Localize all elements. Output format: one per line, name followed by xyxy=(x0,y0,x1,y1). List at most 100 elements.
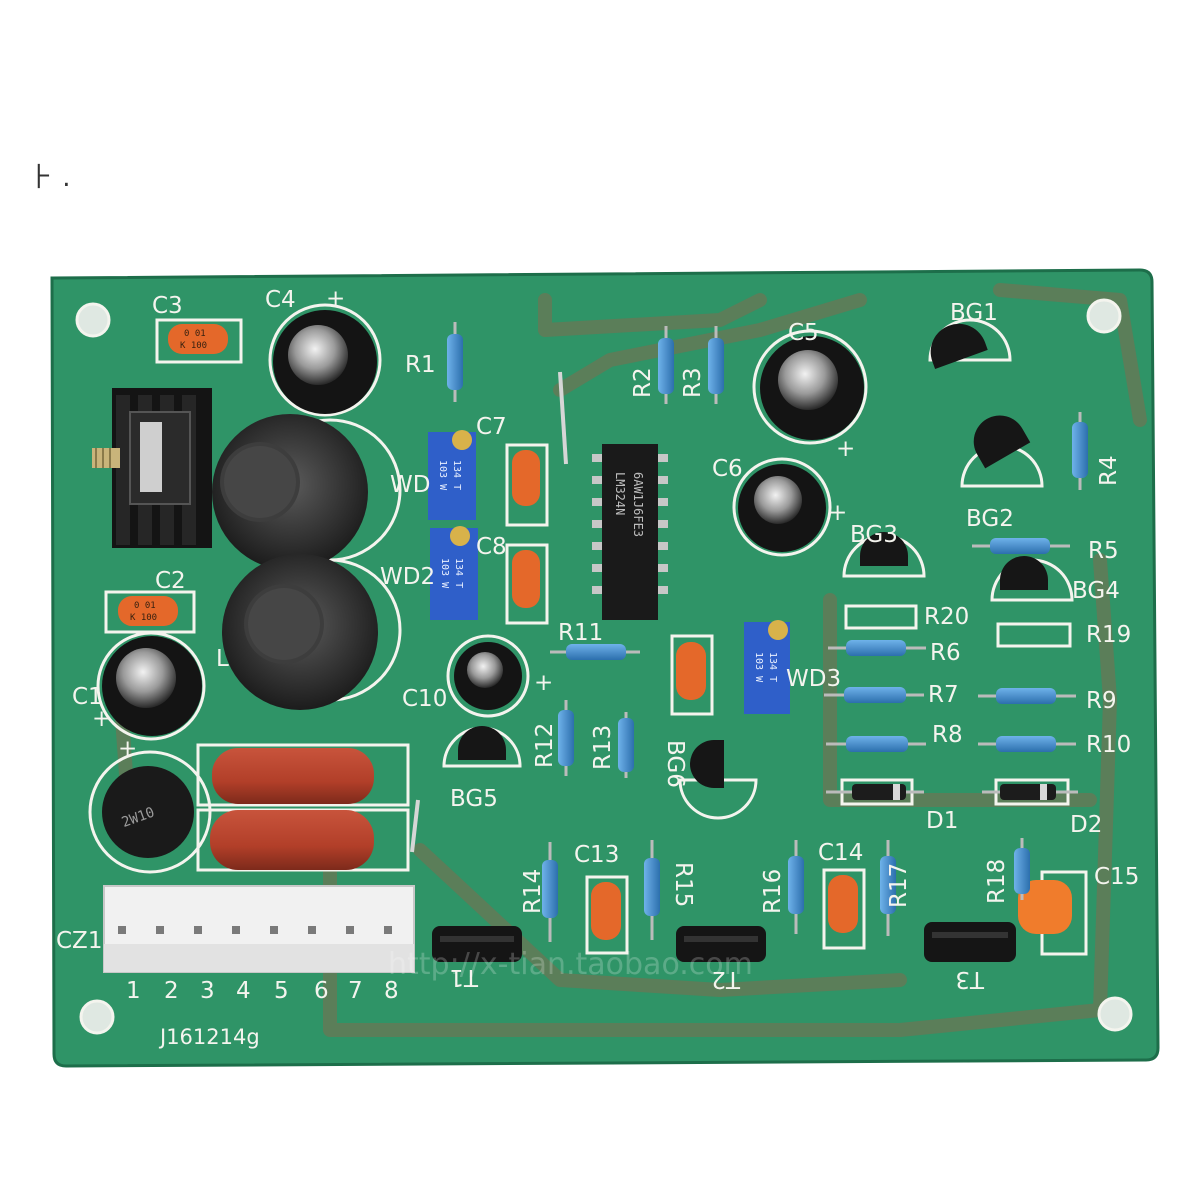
capacitor-c3: 0 01 K 100 xyxy=(168,324,228,354)
label-bg6: BG6 xyxy=(662,740,688,788)
svg-text:+: + xyxy=(836,436,855,462)
capacitor-c7 xyxy=(512,450,540,506)
label-c13: C13 xyxy=(574,842,619,868)
svg-text:134 T: 134 T xyxy=(451,460,462,490)
ic-lm324: 6AW1J6FE3 LM324N xyxy=(592,444,668,620)
pin-2: 2 xyxy=(164,978,179,1004)
diodes xyxy=(826,784,1078,800)
capacitor-c10 xyxy=(454,642,522,710)
resistor-r8 xyxy=(826,736,926,752)
pin-5: 5 xyxy=(274,978,289,1004)
board-code: J161214g xyxy=(158,1025,260,1049)
label-bg5: BG5 xyxy=(450,786,498,812)
capacitor-c13 xyxy=(591,882,621,940)
resistor-r4 xyxy=(1072,412,1088,490)
label-wd1: WD xyxy=(390,472,430,498)
resistor-r10 xyxy=(978,736,1076,752)
resistor-r2 xyxy=(658,326,674,404)
pin-4: 4 xyxy=(236,978,251,1004)
label-r5: R5 xyxy=(1088,538,1119,564)
svg-text:0 01: 0 01 xyxy=(134,601,156,611)
resistor-r11 xyxy=(550,644,640,660)
label-bg1: BG1 xyxy=(950,300,998,326)
label-r20: R20 xyxy=(924,604,969,630)
watermark: http://x-tian.taobao.com xyxy=(388,947,753,982)
capacitor-c5 xyxy=(760,336,864,440)
svg-text:134 T: 134 T xyxy=(453,558,464,588)
label-c14: C14 xyxy=(818,840,863,866)
electrolytic-capacitors xyxy=(102,310,864,736)
polarity-marks: + + + + + + xyxy=(92,286,855,762)
label-t2: T2 xyxy=(711,966,741,992)
label-r7: R7 xyxy=(928,682,959,708)
label-r18: R18 xyxy=(984,859,1010,904)
capacitor-c1 xyxy=(102,636,202,736)
resistor-r9 xyxy=(978,688,1076,704)
svg-text:+: + xyxy=(534,670,553,696)
label-r1: R1 xyxy=(405,352,436,378)
label-t1: T1 xyxy=(449,964,479,990)
power-thyristors xyxy=(432,922,1016,962)
ceramic-capacitors: 0 01 K 100 0 01 K 100 xyxy=(118,324,1072,940)
label-cz1: CZ1 xyxy=(56,928,102,954)
label-r16: R16 xyxy=(760,869,786,914)
svg-text:103 W: 103 W xyxy=(437,460,448,491)
label-t3: T3 xyxy=(955,966,985,992)
svg-text:103 W: 103 W xyxy=(753,652,764,683)
svg-text:K 100: K 100 xyxy=(180,341,207,351)
label-c2: C2 xyxy=(155,568,186,594)
label-c3: C3 xyxy=(152,293,183,319)
svg-text:+: + xyxy=(326,286,345,312)
bridge-rectifier: 2W10 xyxy=(102,766,194,858)
label-l: L xyxy=(216,646,229,672)
resistor-r17 xyxy=(880,840,896,936)
label-r9: R9 xyxy=(1086,688,1117,714)
label-wd2: WD2 xyxy=(380,564,435,590)
transistor-bg6 xyxy=(690,740,724,788)
connector-cz1 xyxy=(103,885,415,973)
label-r13: R13 xyxy=(590,725,616,770)
voltage-regulator-heatsink xyxy=(92,388,212,548)
inductor-top xyxy=(212,414,368,570)
label-r2: R2 xyxy=(630,367,656,398)
label-wd3: WD3 xyxy=(786,666,841,692)
svg-text:+: + xyxy=(828,500,847,526)
capacitor-c14 xyxy=(828,875,858,933)
svg-text:+: + xyxy=(118,736,137,762)
mounting-screw xyxy=(92,448,120,468)
pin-3: 3 xyxy=(200,978,215,1004)
ic-marking-line1: 6AW1J6FE3 xyxy=(631,472,645,537)
resistor-r16 xyxy=(788,840,804,934)
label-r11: R11 xyxy=(558,620,603,646)
transistors xyxy=(458,323,1048,788)
copper-traces xyxy=(113,283,1147,1037)
transistor-bg4 xyxy=(1000,556,1048,590)
resistor-r1 xyxy=(447,322,463,402)
pin-6: 6 xyxy=(314,978,329,1004)
label-bg2: BG2 xyxy=(966,506,1014,532)
label-r17: R17 xyxy=(886,863,912,908)
label-c7: C7 xyxy=(476,414,507,440)
pin-8: 8 xyxy=(384,978,399,1004)
label-c6: C6 xyxy=(712,456,743,482)
thyristor-t3 xyxy=(924,922,1016,962)
label-c1: C1 xyxy=(72,684,103,710)
transistor-bg5 xyxy=(458,726,506,760)
capacitor-c6 xyxy=(738,464,826,552)
svg-text:103 W: 103 W xyxy=(439,558,450,589)
resistors xyxy=(447,322,1088,942)
transistor-bg1 xyxy=(930,323,988,369)
capacitor-c8 xyxy=(512,550,540,608)
label-bg4: BG4 xyxy=(1072,578,1120,604)
thyristor-t1 xyxy=(432,926,522,962)
label-r10: R10 xyxy=(1086,732,1131,758)
label-c8: C8 xyxy=(476,534,507,560)
diode-d2 xyxy=(982,784,1078,800)
label-r3: R3 xyxy=(680,367,706,398)
diode-d1 xyxy=(826,784,924,800)
label-r6: R6 xyxy=(930,640,961,666)
